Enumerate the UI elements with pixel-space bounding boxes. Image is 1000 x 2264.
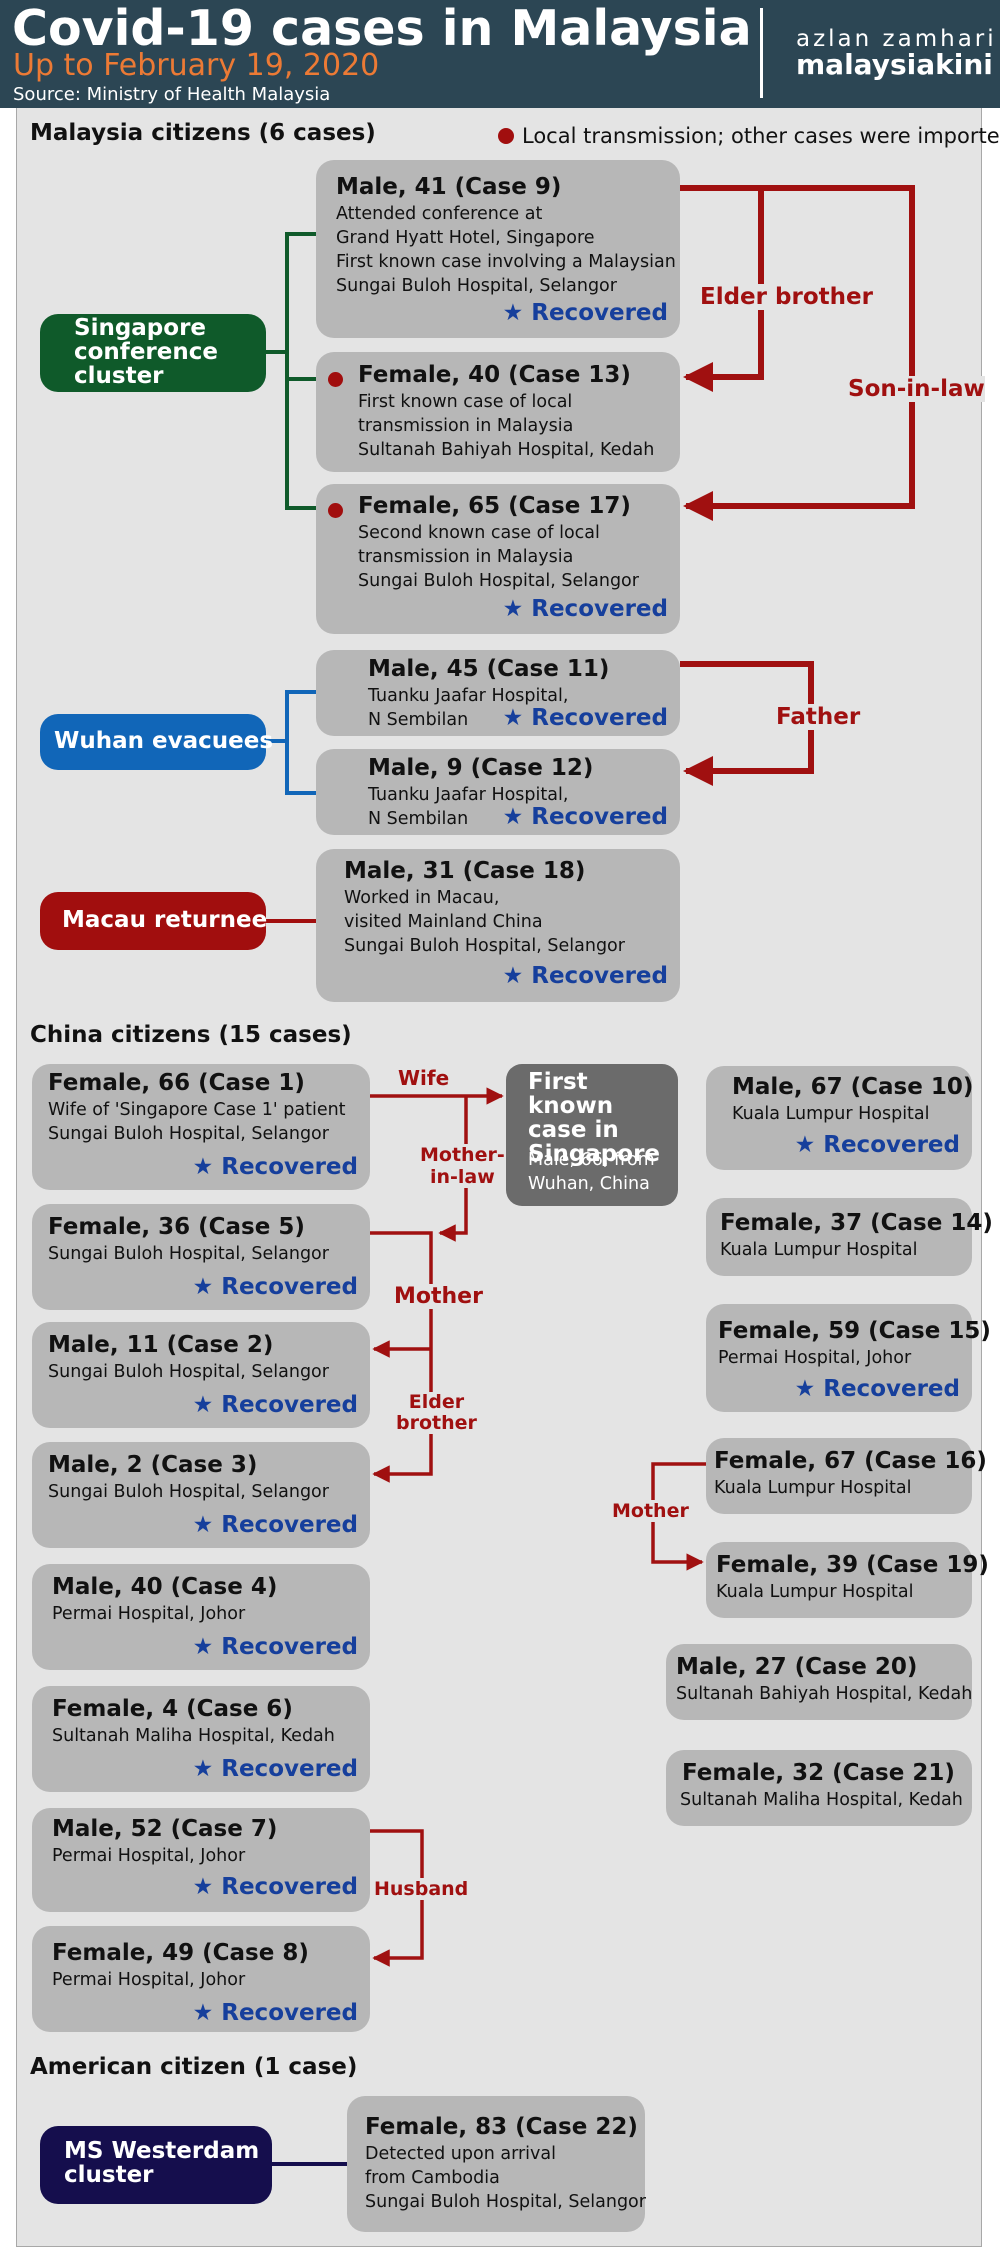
relation-mother-in-law: Mother- in-law <box>420 1144 505 1188</box>
wuhan-cluster-bracket <box>266 690 316 795</box>
case-8-card: Female, 49 (Case 8) Permai Hospital, Joh… <box>32 1926 370 2032</box>
relation-elder-brother: Elder brother <box>700 284 873 310</box>
local-transmission-dot-icon <box>328 372 343 387</box>
case-1-card: Female, 66 (Case 1) Wife of 'Singapore C… <box>32 1064 370 1190</box>
relation-wife: Wife <box>398 1066 450 1090</box>
recovered-label: ★ Recovered <box>502 963 668 989</box>
recovered-label: ★ Recovered <box>502 705 668 731</box>
author-byline: azlan zamhari <box>796 26 997 52</box>
case-15-card: Female, 59 (Case 15) Permai Hospital, Jo… <box>706 1304 991 1412</box>
case-14-card: Female, 37 (Case 14) Kuala Lumpur Hospit… <box>706 1198 993 1276</box>
singapore-cluster-label: Singapore conference cluster <box>40 314 266 392</box>
recovered-label: ★ Recovered <box>192 2000 358 2026</box>
relation-husband: Husband <box>374 1878 469 1900</box>
relation-elder-brother-2: Elder brother <box>396 1391 477 1434</box>
page-title: Covid-19 cases in Malaysia <box>12 0 752 57</box>
recovered-label: ★ Recovered <box>192 1274 358 1300</box>
case-6-card: Female, 4 (Case 6) Sultanah Maliha Hospi… <box>32 1686 370 1792</box>
recovered-label: ★ Recovered <box>502 596 668 622</box>
case-13-card: Female, 40 (Case 13) First known case of… <box>316 352 680 472</box>
recovered-label: ★ Recovered <box>192 1756 358 1782</box>
recovered-label: ★ Recovered <box>794 1132 960 1158</box>
westerdam-cluster-label: MS Westerdam cluster <box>40 2126 272 2204</box>
case-12-card: Male, 9 (Case 12) Tuanku Jaafar Hospital… <box>316 749 680 835</box>
case-16-card: Female, 67 (Case 16) Kuala Lumpur Hospit… <box>706 1438 987 1514</box>
case-7-card: Male, 52 (Case 7) Permai Hospital, Johor… <box>32 1808 370 1912</box>
relation-mother-2: Mother <box>612 1500 689 1522</box>
singapore-cluster-bracket <box>266 232 316 510</box>
case-9-card: Male, 41 (Case 9) Attended conference at… <box>316 160 680 338</box>
case-21-card: Female, 32 (Case 21) Sultanah Maliha Hos… <box>666 1750 972 1826</box>
case-22-card: Female, 83 (Case 22) Detected upon arriv… <box>347 2096 646 2232</box>
singapore-first-case-card: First known case in Singapore Male, 66, … <box>506 1064 678 1206</box>
header-divider <box>760 8 763 98</box>
recovered-label: ★ Recovered <box>192 1634 358 1660</box>
section-china-citizens: China citizens (15 cases) <box>30 1022 352 1048</box>
case-19-card: Female, 39 (Case 19) Kuala Lumpur Hospit… <box>706 1542 989 1618</box>
recovered-label: ★ Recovered <box>192 1154 358 1180</box>
case-3-card: Male, 2 (Case 3) Sungai Buloh Hospital, … <box>32 1442 370 1548</box>
case-18-card: Male, 31 (Case 18) Worked in Macau, visi… <box>316 849 680 1002</box>
legend-text: Local transmission; other cases were imp… <box>522 124 1000 148</box>
recovered-label: ★ Recovered <box>192 1512 358 1538</box>
relation-son-in-law: Son-in-law <box>848 376 985 402</box>
wuhan-cluster-label: Wuhan evacuees <box>40 714 273 770</box>
elder-brother-arrow <box>683 188 764 392</box>
section-american-citizen: American citizen (1 case) <box>30 2054 358 2080</box>
local-transmission-dot-icon <box>498 128 514 144</box>
son-in-law-arrow <box>680 185 915 521</box>
case-5-card: Female, 36 (Case 5) Sungai Buloh Hospita… <box>32 1204 370 1310</box>
mother-arrow <box>370 1231 433 1483</box>
case-2-card: Male, 11 (Case 2) Sungai Buloh Hospital,… <box>32 1322 370 1428</box>
recovered-label: ★ Recovered <box>502 300 668 326</box>
recovered-label: ★ Recovered <box>502 804 668 830</box>
header: Covid-19 cases in Malaysia Up to Februar… <box>0 0 1000 108</box>
legend: Local transmission; other cases were imp… <box>498 124 1000 148</box>
recovered-label: ★ Recovered <box>192 1874 358 1900</box>
recovered-label: ★ Recovered <box>192 1392 358 1418</box>
section-malaysia-citizens: Malaysia citizens (6 cases) <box>30 120 376 146</box>
mother-in-law-arrow <box>438 1096 468 1242</box>
case-10-card: Male, 67 (Case 10) Kuala Lumpur Hospital… <box>706 1066 973 1170</box>
case-20-card: Male, 27 (Case 20) Sultanah Bahiyah Hosp… <box>666 1644 972 1720</box>
relation-father: Father <box>776 704 861 730</box>
case-17-card: Female, 65 (Case 17) Second known case o… <box>316 484 680 634</box>
relation-mother: Mother <box>394 1284 483 1309</box>
macau-cluster-label: Macau returnee <box>40 892 267 950</box>
case-11-card: Male, 45 (Case 11) Tuanku Jaafar Hospita… <box>316 650 680 736</box>
brand-logo: malaysiakini <box>796 48 993 81</box>
case-4-card: Male, 40 (Case 4) Permai Hospital, Johor… <box>32 1564 370 1670</box>
source-note: Source: Ministry of Health Malaysia <box>13 84 331 105</box>
recovered-label: ★ Recovered <box>794 1376 960 1402</box>
local-transmission-dot-icon <box>328 503 343 518</box>
page-subtitle: Up to February 19, 2020 <box>13 48 380 83</box>
